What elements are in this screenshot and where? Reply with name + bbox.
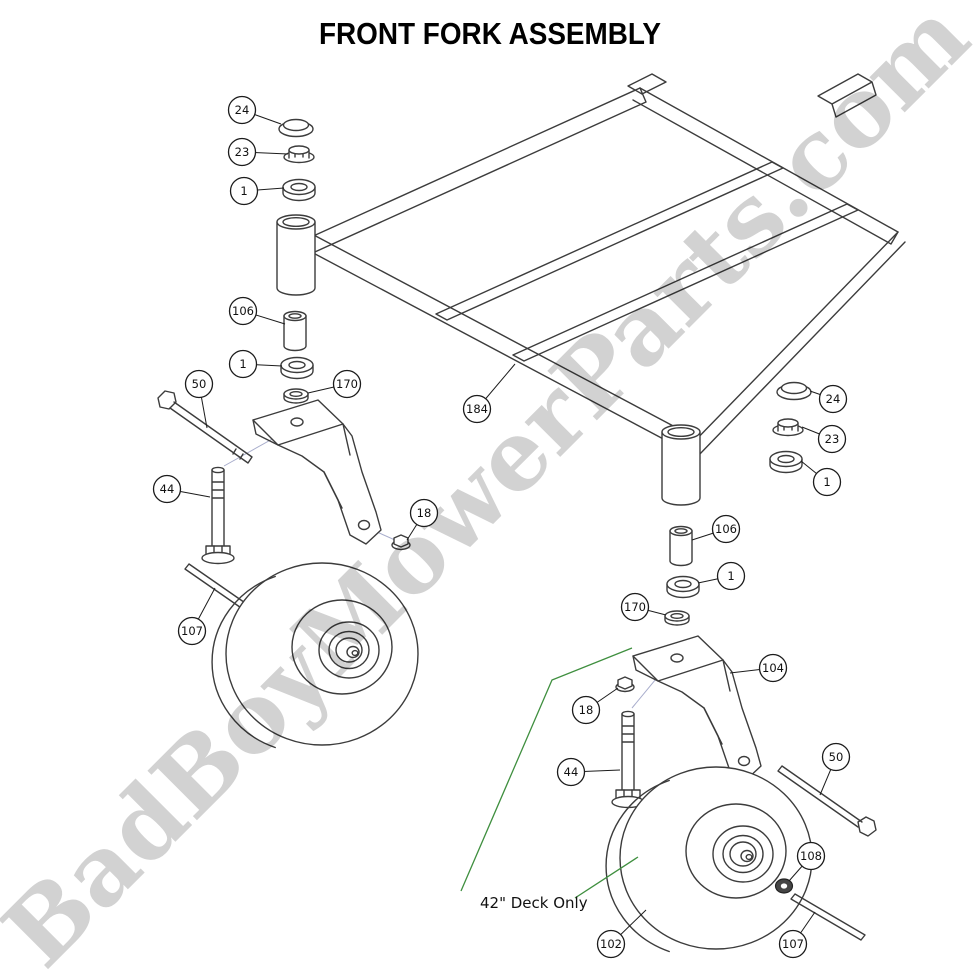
svg-text:106: 106 xyxy=(232,304,254,318)
nut-23-left xyxy=(283,145,315,164)
svg-text:44: 44 xyxy=(160,482,175,496)
svg-text:108: 108 xyxy=(800,849,822,863)
spacer-106-right xyxy=(669,525,693,567)
svg-text:106: 106 xyxy=(715,522,737,536)
axle-107-right xyxy=(790,893,866,941)
callout-184: 184 xyxy=(462,394,492,424)
callouts-layer: 24 23 1 106 1 170 50 44 18 107 184 24 23 1 106 1 170 104 1… xyxy=(152,95,851,959)
nut-23-right xyxy=(772,418,804,437)
svg-text:23: 23 xyxy=(235,145,250,159)
deck-note-lines xyxy=(460,647,639,899)
washer-108-right xyxy=(774,878,794,894)
bearing-1-left-bottom xyxy=(280,356,314,380)
callout-18: 18 xyxy=(409,498,439,528)
callout-24: 24 xyxy=(818,384,848,414)
svg-text:24: 24 xyxy=(235,103,250,117)
callout-44: 44 xyxy=(556,757,586,787)
washer-170-right xyxy=(664,610,690,626)
callout-108: 108 xyxy=(796,841,826,871)
caster-fork-104-right xyxy=(632,635,762,781)
svg-text:24: 24 xyxy=(826,392,841,406)
callout-170: 170 xyxy=(620,592,650,622)
callout-104: 104 xyxy=(758,653,788,683)
callout-102: 102 xyxy=(596,929,626,959)
svg-text:44: 44 xyxy=(564,765,579,779)
bearing-1-left-top xyxy=(282,178,316,202)
caster-fork-left xyxy=(252,399,382,545)
callout-106: 106 xyxy=(228,296,258,326)
washer-170-left xyxy=(283,388,309,404)
kingpin-bolt-44-right xyxy=(611,710,645,809)
svg-text:1: 1 xyxy=(239,357,246,371)
svg-text:50: 50 xyxy=(829,750,844,764)
svg-text:1: 1 xyxy=(823,475,830,489)
callout-1: 1 xyxy=(812,467,842,497)
svg-text:18: 18 xyxy=(579,703,594,717)
nut-18-right xyxy=(615,676,635,693)
svg-text:23: 23 xyxy=(825,432,840,446)
callout-1: 1 xyxy=(228,349,258,379)
deck-note-label: 42" Deck Only xyxy=(480,894,588,912)
svg-text:1: 1 xyxy=(727,569,734,583)
left-caster-stack xyxy=(276,118,316,404)
svg-text:102: 102 xyxy=(600,937,622,951)
svg-text:18: 18 xyxy=(417,506,432,520)
callout-23: 23 xyxy=(227,137,257,167)
svg-text:104: 104 xyxy=(762,661,784,675)
callout-44: 44 xyxy=(152,474,182,504)
callout-50: 50 xyxy=(821,742,851,772)
callout-1: 1 xyxy=(716,561,746,591)
fork-tube-right xyxy=(661,424,701,506)
dust-cap-24-right xyxy=(776,381,812,401)
callout-23: 23 xyxy=(817,424,847,454)
bearing-1-right-top xyxy=(769,450,803,474)
svg-text:107: 107 xyxy=(782,937,804,951)
callout-107: 107 xyxy=(778,929,808,959)
page-title: FRONT FORK ASSEMBLY xyxy=(318,16,662,51)
svg-text:107: 107 xyxy=(181,624,203,638)
bolt-50-right xyxy=(777,765,877,837)
callout-18: 18 xyxy=(571,695,601,725)
axle-107-left xyxy=(184,563,252,613)
kingpin-bolt-44-left xyxy=(201,466,235,565)
callout-170: 170 xyxy=(332,369,362,399)
callout-1: 1 xyxy=(229,176,259,206)
fork-tube-left xyxy=(276,214,316,296)
callout-50: 50 xyxy=(184,369,214,399)
callout-24: 24 xyxy=(227,95,257,125)
spacer-106-left xyxy=(283,310,307,352)
dust-cap-24-left xyxy=(278,118,314,138)
callout-107: 107 xyxy=(177,616,207,646)
bearing-1-right-bottom xyxy=(666,575,700,599)
svg-text:50: 50 xyxy=(192,377,207,391)
bolt-50-left xyxy=(157,390,253,464)
svg-text:184: 184 xyxy=(466,402,488,416)
svg-text:170: 170 xyxy=(336,377,358,391)
svg-text:170: 170 xyxy=(624,600,646,614)
svg-text:1: 1 xyxy=(240,184,247,198)
callout-106: 106 xyxy=(711,514,741,544)
